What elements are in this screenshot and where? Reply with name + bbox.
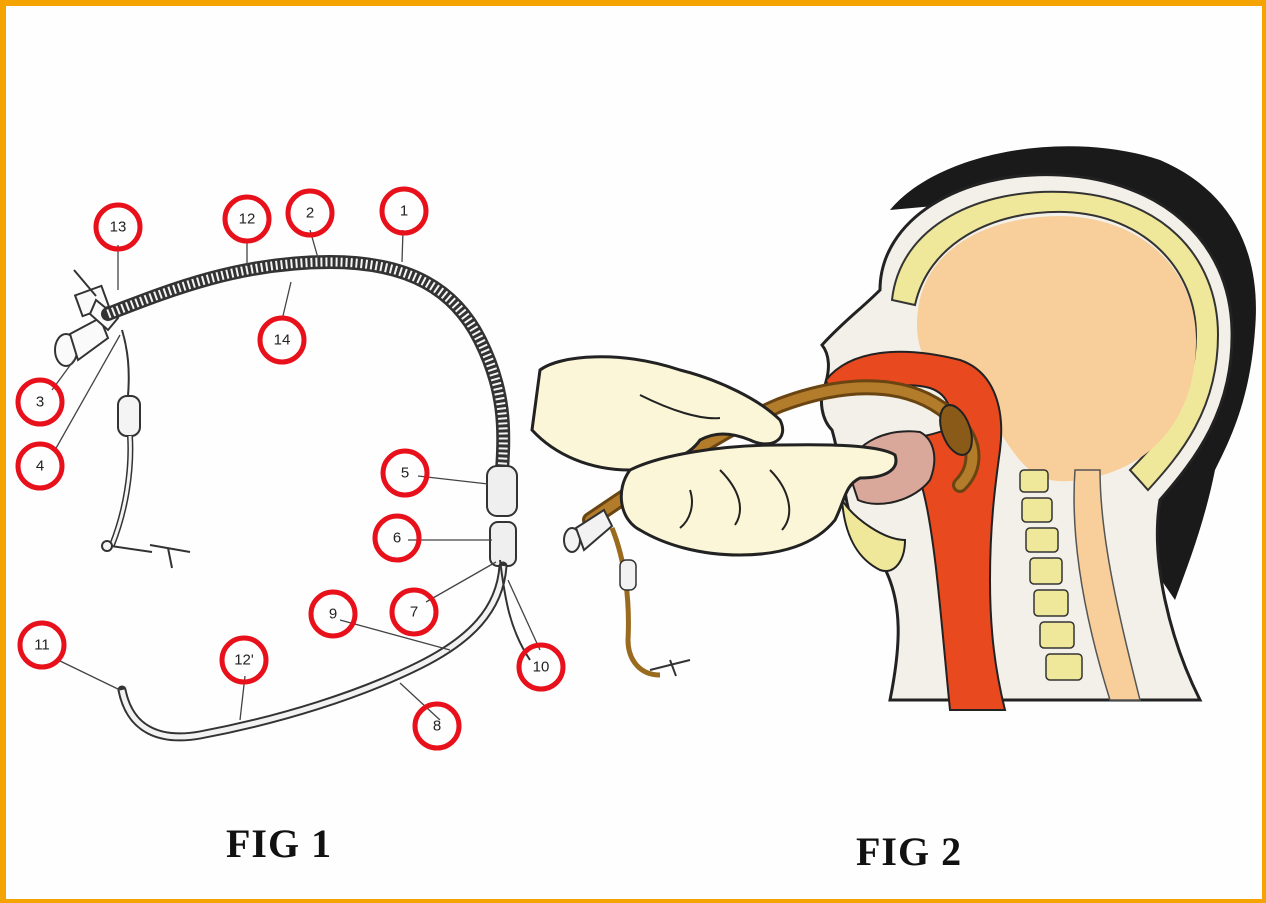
callout-10-label: 10 — [533, 659, 550, 676]
bronchial-extension — [122, 560, 530, 737]
fig2-label: FIG 2 — [856, 828, 962, 875]
callout-3-label: 3 — [36, 394, 44, 411]
callout-12-prime: 12' — [222, 638, 266, 682]
callout-7: 7 — [392, 590, 436, 634]
callout-9-label: 9 — [329, 606, 337, 623]
callout-4: 4 — [18, 444, 62, 488]
fig1-tube-drawing — [52, 230, 540, 737]
callouts: 13 12 2 1 14 3 4 5 6 7 9 10 11 12' 8 — [18, 189, 563, 748]
callout-12-label: 12 — [239, 211, 256, 228]
callout-10: 10 — [519, 645, 563, 689]
callout-11: 11 — [20, 623, 64, 667]
callout-8-label: 8 — [433, 718, 441, 735]
callout-13-label: 13 — [110, 219, 127, 236]
callout-11-label: 11 — [34, 637, 50, 654]
callout-6: 6 — [375, 516, 419, 560]
callout-1: 1 — [382, 189, 426, 233]
pilot-balloon-line — [102, 330, 190, 568]
callout-13: 13 — [96, 205, 140, 249]
callout-2: 2 — [288, 191, 332, 235]
callout-14-label: 14 — [274, 332, 291, 349]
callout-5-label: 5 — [401, 465, 409, 482]
callout-3: 3 — [18, 380, 62, 424]
callout-4-label: 4 — [36, 458, 44, 475]
callout-7-label: 7 — [410, 604, 418, 621]
callout-2-label: 2 — [306, 205, 314, 222]
fig1-label: FIG 1 — [226, 820, 332, 867]
callout-6-label: 6 — [393, 530, 401, 547]
tube-cuffs — [487, 466, 517, 566]
callout-12: 12 — [225, 197, 269, 241]
fig2-head-illustration — [532, 146, 1256, 710]
main-tube — [108, 262, 503, 470]
callout-1-label: 1 — [400, 203, 408, 220]
callout-5: 5 — [383, 451, 427, 495]
callout-12-prime-label: 12' — [234, 652, 254, 669]
callout-9: 9 — [311, 592, 355, 636]
callout-8: 8 — [415, 704, 459, 748]
callout-14: 14 — [260, 318, 304, 362]
